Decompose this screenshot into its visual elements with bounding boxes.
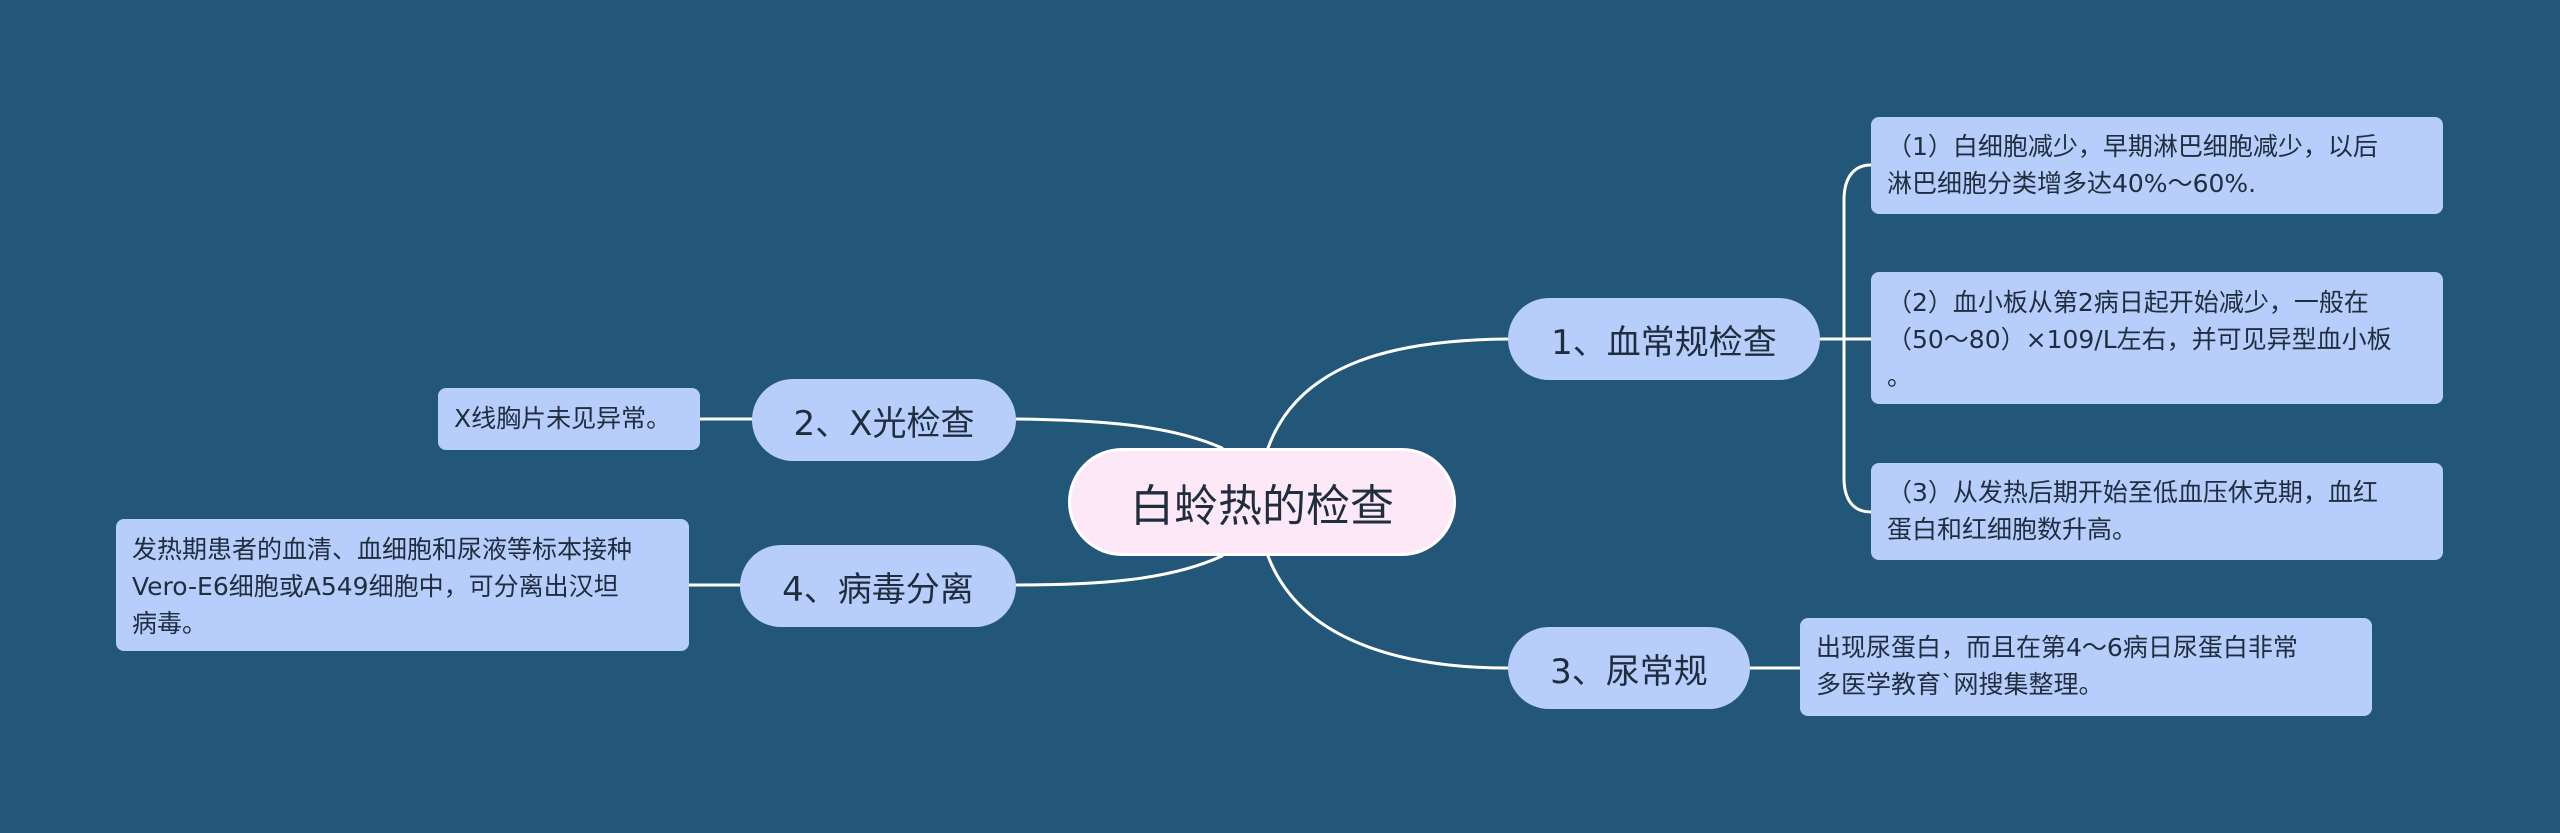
center-topic-label: 白蛉热的检查 xyxy=(1130,481,1394,532)
branch-label: 2、X光检查 xyxy=(793,403,975,444)
branch-label: 4、病毒分离 xyxy=(782,569,974,610)
leaf-line: 出现尿蛋白，而且在第4～6病日尿蛋白非常 xyxy=(1816,633,2298,662)
leaf-line: （50～80）×109/L左右，并可见异型血小板 xyxy=(1887,325,2392,354)
branch-virus-isolation[interactable]: 4、病毒分离 xyxy=(740,545,1016,627)
leaf-blood-routine-3[interactable]: （3）从发热后期开始至低血压休克期，血红 蛋白和红细胞数升高。 xyxy=(1871,463,2443,560)
leaf-xray[interactable]: X线胸片未见异常。 xyxy=(438,388,700,450)
leaf-blood-routine-1[interactable]: （1）白细胞减少，早期淋巴细胞减少，以后 淋巴细胞分类增多达40%～60%. xyxy=(1871,117,2443,214)
center-topic[interactable]: 白蛉热的检查 xyxy=(1068,448,1456,556)
branch-blood-routine[interactable]: 1、血常规检查 xyxy=(1508,298,1820,380)
branch-xray[interactable]: 2、X光检查 xyxy=(752,379,1016,461)
connector-center-branch-3 xyxy=(1266,554,1510,670)
connector-center-branch-4 xyxy=(1014,554,1224,587)
leaf-line: 。 xyxy=(1887,362,1913,391)
connector-center-branch-1 xyxy=(1266,337,1510,450)
connector-center-branch-2 xyxy=(1014,417,1224,450)
leaf-line: 淋巴细胞分类增多达40%～60%. xyxy=(1887,169,2257,198)
leaf-urine-routine[interactable]: 出现尿蛋白，而且在第4～6病日尿蛋白非常 多医学教育`网搜集整理。 xyxy=(1800,618,2372,716)
leaf-line: 多医学教育`网搜集整理。 xyxy=(1816,670,2104,699)
leaf-line: 发热期患者的血清、血细胞和尿液等标本接种 xyxy=(132,535,633,564)
leaf-line: （1）白细胞减少，早期淋巴细胞减少，以后 xyxy=(1887,132,2378,161)
leaf-line: 蛋白和红细胞数升高。 xyxy=(1887,515,2138,544)
leaf-line: X线胸片未见异常。 xyxy=(454,404,672,433)
branch-label: 1、血常规检查 xyxy=(1551,322,1777,363)
leaf-blood-routine-2[interactable]: （2）血小板从第2病日起开始减少，一般在 （50～80）×109/L左右，并可见… xyxy=(1871,272,2443,404)
branch-urine-routine[interactable]: 3、尿常规 xyxy=(1508,627,1750,709)
leaf-line: Vero-E6细胞或A549细胞中，可分离出汉坦 xyxy=(132,572,619,601)
leaf-line: （3）从发热后期开始至低血压休克期，血红 xyxy=(1887,478,2378,507)
leaf-virus-isolation[interactable]: 发热期患者的血清、血细胞和尿液等标本接种 Vero-E6细胞或A549细胞中，可… xyxy=(116,519,689,651)
branch-label: 3、尿常规 xyxy=(1550,651,1708,692)
leaf-line: （2）血小板从第2病日起开始减少，一般在 xyxy=(1887,288,2369,317)
leaf-line: 病毒。 xyxy=(132,609,208,638)
